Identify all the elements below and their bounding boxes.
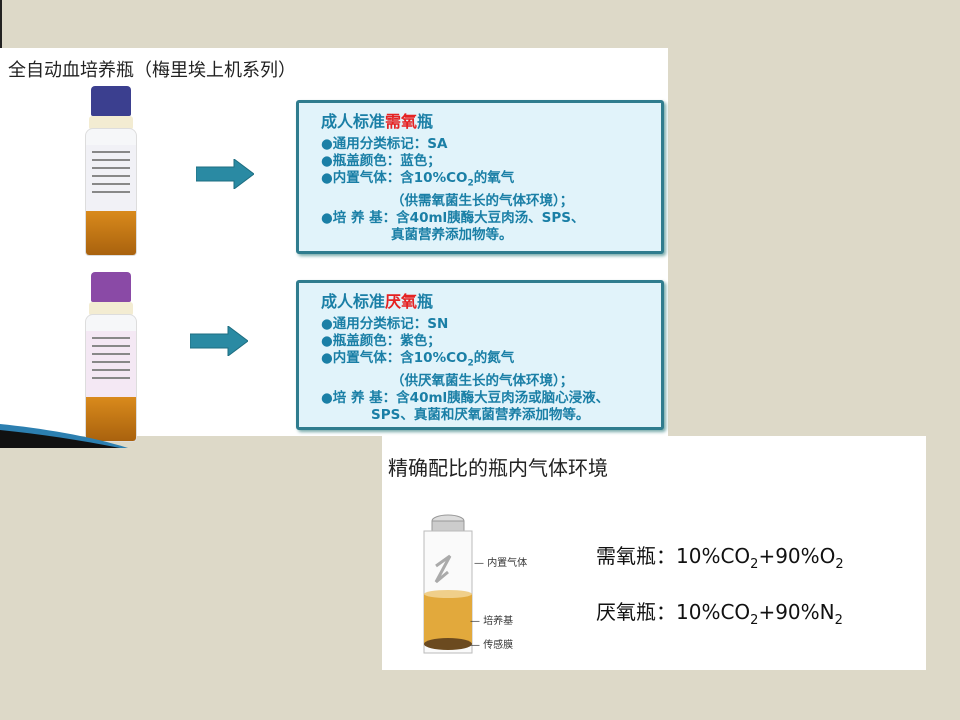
arrow-right-icon bbox=[190, 326, 248, 356]
info-line: ●瓶盖颜色：紫色； bbox=[321, 333, 441, 349]
panel-title: 全自动血培养瓶（梅里埃上机系列） bbox=[8, 60, 296, 81]
bottle-diagram bbox=[423, 514, 473, 654]
diagram-label: — 传感膜 bbox=[470, 640, 514, 651]
blue-cap bbox=[91, 86, 131, 116]
info-line: ●通用分类标记：SA bbox=[321, 136, 448, 152]
info-line: ●内置气体：含10%CO2的氧气 bbox=[321, 170, 515, 189]
aerobic-info-box: 成人标准需氧瓶 ●通用分类标记：SA ●瓶盖颜色：蓝色； ●内置气体：含10%C… bbox=[296, 100, 664, 254]
panel-title: 精确配比的瓶内气体环境 bbox=[388, 456, 608, 480]
aerobic-bottle-image bbox=[83, 86, 139, 261]
slide-edge bbox=[0, 0, 2, 50]
info-line: （供厌氧菌生长的气体环境）； bbox=[391, 372, 574, 389]
anaerobic-title: 成人标准厌氧瓶 bbox=[321, 292, 434, 311]
info-line: ●培 养 基：含40ml胰酶大豆肉汤或脑心浸液、 bbox=[321, 389, 610, 406]
anaerobic-formula: 厌氧瓶：10%CO2+90%N2 bbox=[596, 600, 843, 628]
info-line: ●内置气体：含10%CO2的氮气 bbox=[321, 350, 515, 369]
info-line: （供需氧菌生长的气体环境）； bbox=[391, 192, 574, 209]
info-line: ●培 养 基：含40ml胰酶大豆肉汤、SPS、 bbox=[321, 209, 585, 226]
info-line: ●通用分类标记：SN bbox=[321, 316, 449, 332]
info-line: 真菌营养添加物等。 bbox=[391, 226, 513, 243]
diagram-label: — 培养基 bbox=[470, 616, 514, 627]
aerobic-formula: 需氧瓶：10%CO2+90%O2 bbox=[596, 544, 844, 572]
anaerobic-info-box: 成人标准厌氧瓶 ●通用分类标记：SN ●瓶盖颜色：紫色； ●内置气体：含10%C… bbox=[296, 280, 664, 430]
decorative-swoosh bbox=[0, 424, 128, 448]
info-line: SPS、真菌和厌氧菌营养添加物等。 bbox=[371, 406, 590, 423]
aerobic-title: 成人标准需氧瓶 bbox=[321, 112, 434, 131]
arrow-right-icon bbox=[196, 159, 254, 189]
info-line: ●瓶盖颜色：蓝色； bbox=[321, 153, 441, 169]
diagram-label: — 内置气体 bbox=[474, 558, 528, 569]
gas-environment-panel: 精确配比的瓶内气体环境 — 内置气体 — 培养基 — 传感膜 需氧瓶：10%CO… bbox=[382, 436, 926, 670]
purple-cap bbox=[91, 272, 131, 302]
anaerobic-bottle-image bbox=[83, 272, 139, 447]
